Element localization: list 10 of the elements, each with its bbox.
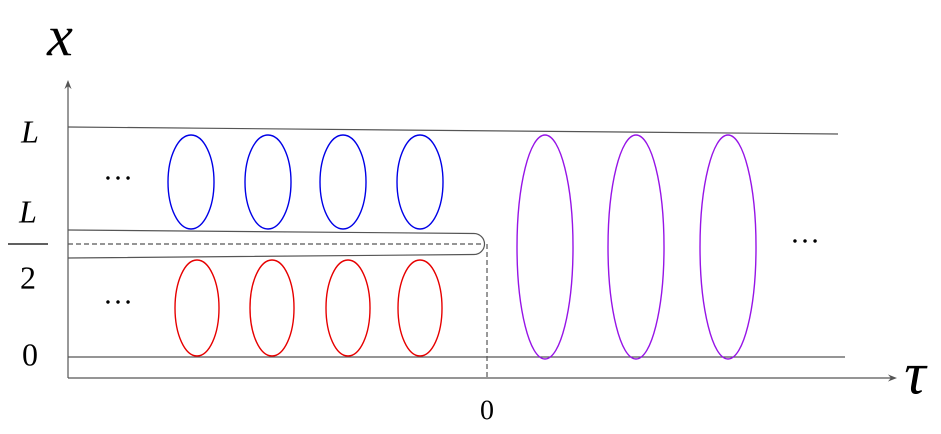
tick-label: L [20, 122, 38, 142]
tick-label: L [18, 202, 36, 222]
axis-label: τ [906, 366, 928, 394]
tick-label: 0 [23, 344, 37, 366]
ellipsis: … [793, 239, 817, 243]
axis-label: x [46, 28, 72, 56]
tick-label: 0 [481, 400, 493, 420]
tick-label: 2 [21, 267, 34, 289]
ellipsis: … [106, 176, 130, 180]
ellipsis: … [106, 300, 130, 304]
